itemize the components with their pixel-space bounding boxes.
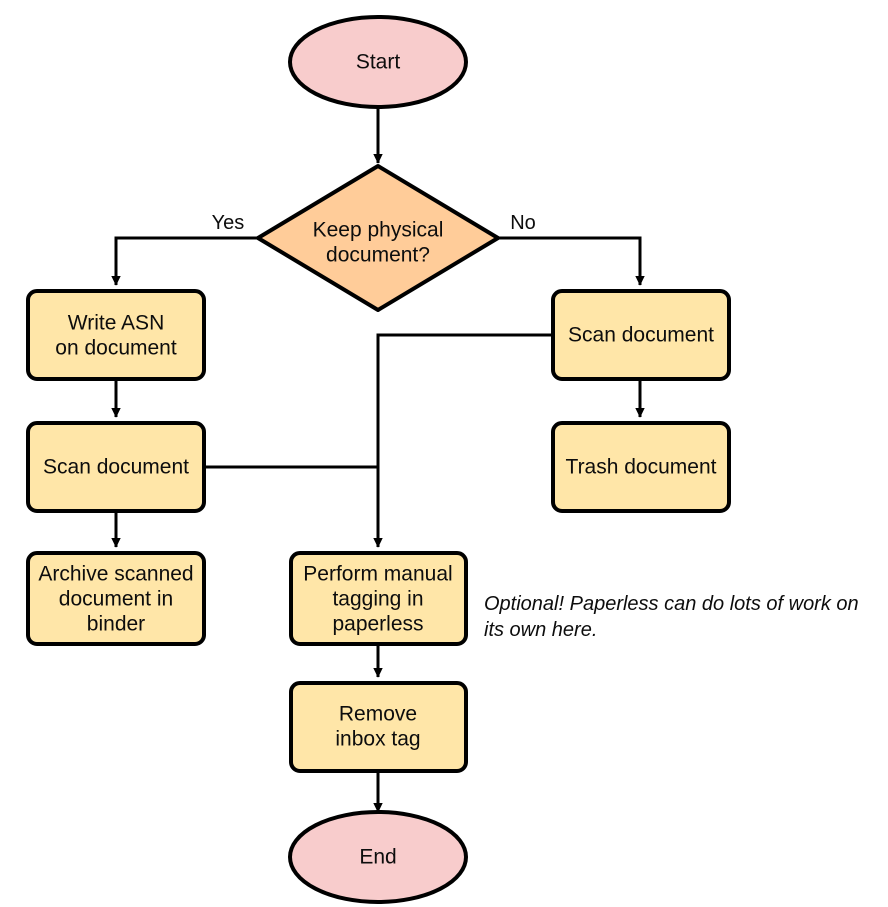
node-scan-document-right[interactable]: Scan document bbox=[551, 289, 731, 381]
decision-label-line-1: Keep physical bbox=[313, 219, 444, 242]
write-asn-label-line-2: on document bbox=[55, 337, 177, 360]
manual-tagging-rect-shape bbox=[289, 551, 468, 646]
annotation-optional-note: Optional! Paperless can do lots of work … bbox=[484, 593, 859, 641]
archive-binder-label-line-2: document in bbox=[59, 588, 173, 611]
end-label: End bbox=[359, 846, 396, 869]
scan-document-left-label: Scan document bbox=[43, 456, 189, 479]
remove-inbox-tag-rect-shape bbox=[289, 681, 468, 773]
write-asn-rect-shape bbox=[26, 289, 206, 381]
node-end[interactable]: End bbox=[288, 810, 468, 904]
node-write-asn-on-document[interactable]: Write ASN on document bbox=[26, 289, 206, 381]
edge-layer bbox=[111, 108, 645, 813]
write-asn-label-line-1: Write ASN bbox=[68, 312, 164, 335]
manual-tagging-label-line-1: Perform manual bbox=[303, 563, 452, 586]
scan-document-right-label: Scan document bbox=[568, 324, 714, 347]
decision-diamond-shape bbox=[256, 164, 500, 312]
trash-document-rect-shape bbox=[551, 421, 731, 513]
archive-binder-label-line-3: binder bbox=[87, 613, 145, 636]
manual-tagging-label-line-2: tagging in bbox=[332, 588, 423, 611]
scan-document-right-rect-shape bbox=[551, 289, 731, 381]
edge-label-no: No bbox=[510, 212, 536, 234]
edge-decision-yes-to-write-asn bbox=[111, 236, 258, 286]
archive-binder-label-line-1: Archive scanned bbox=[38, 563, 193, 586]
node-trash-document[interactable]: Trash document bbox=[551, 421, 731, 513]
end-ellipse-shape bbox=[288, 810, 468, 904]
node-decision-keep-physical-document[interactable]: Keep physical document? bbox=[256, 164, 500, 312]
remove-inbox-tag-label-line-2: inbox tag bbox=[335, 728, 420, 751]
start-ellipse-shape bbox=[288, 15, 468, 109]
edge-decision-no-to-scan-right bbox=[498, 236, 645, 286]
node-perform-manual-tagging-in-paperless[interactable]: Perform manual tagging in paperless bbox=[289, 551, 468, 646]
decision-label-line-2: document? bbox=[326, 244, 430, 267]
manual-tagging-label-line-3: paperless bbox=[332, 613, 423, 636]
node-scan-document-left[interactable]: Scan document bbox=[26, 421, 206, 513]
trash-document-label: Trash document bbox=[566, 456, 717, 479]
edge-label-yes: Yes bbox=[212, 212, 245, 234]
remove-inbox-tag-label-line-1: Remove bbox=[339, 703, 417, 726]
optional-note-line-1: Optional! Paperless can do lots of work … bbox=[484, 593, 859, 615]
node-start[interactable]: Start bbox=[288, 15, 468, 109]
optional-note-line-2: its own here. bbox=[484, 619, 597, 641]
node-archive-scanned-document-in-binder[interactable]: Archive scanned document in binder bbox=[26, 551, 206, 646]
start-label: Start bbox=[356, 51, 401, 74]
edge-scan-right-to-manual-tagging bbox=[373, 333, 552, 548]
archive-binder-rect-shape bbox=[26, 551, 206, 646]
node-remove-inbox-tag[interactable]: Remove inbox tag bbox=[289, 681, 468, 773]
scan-document-left-rect-shape bbox=[26, 421, 206, 513]
